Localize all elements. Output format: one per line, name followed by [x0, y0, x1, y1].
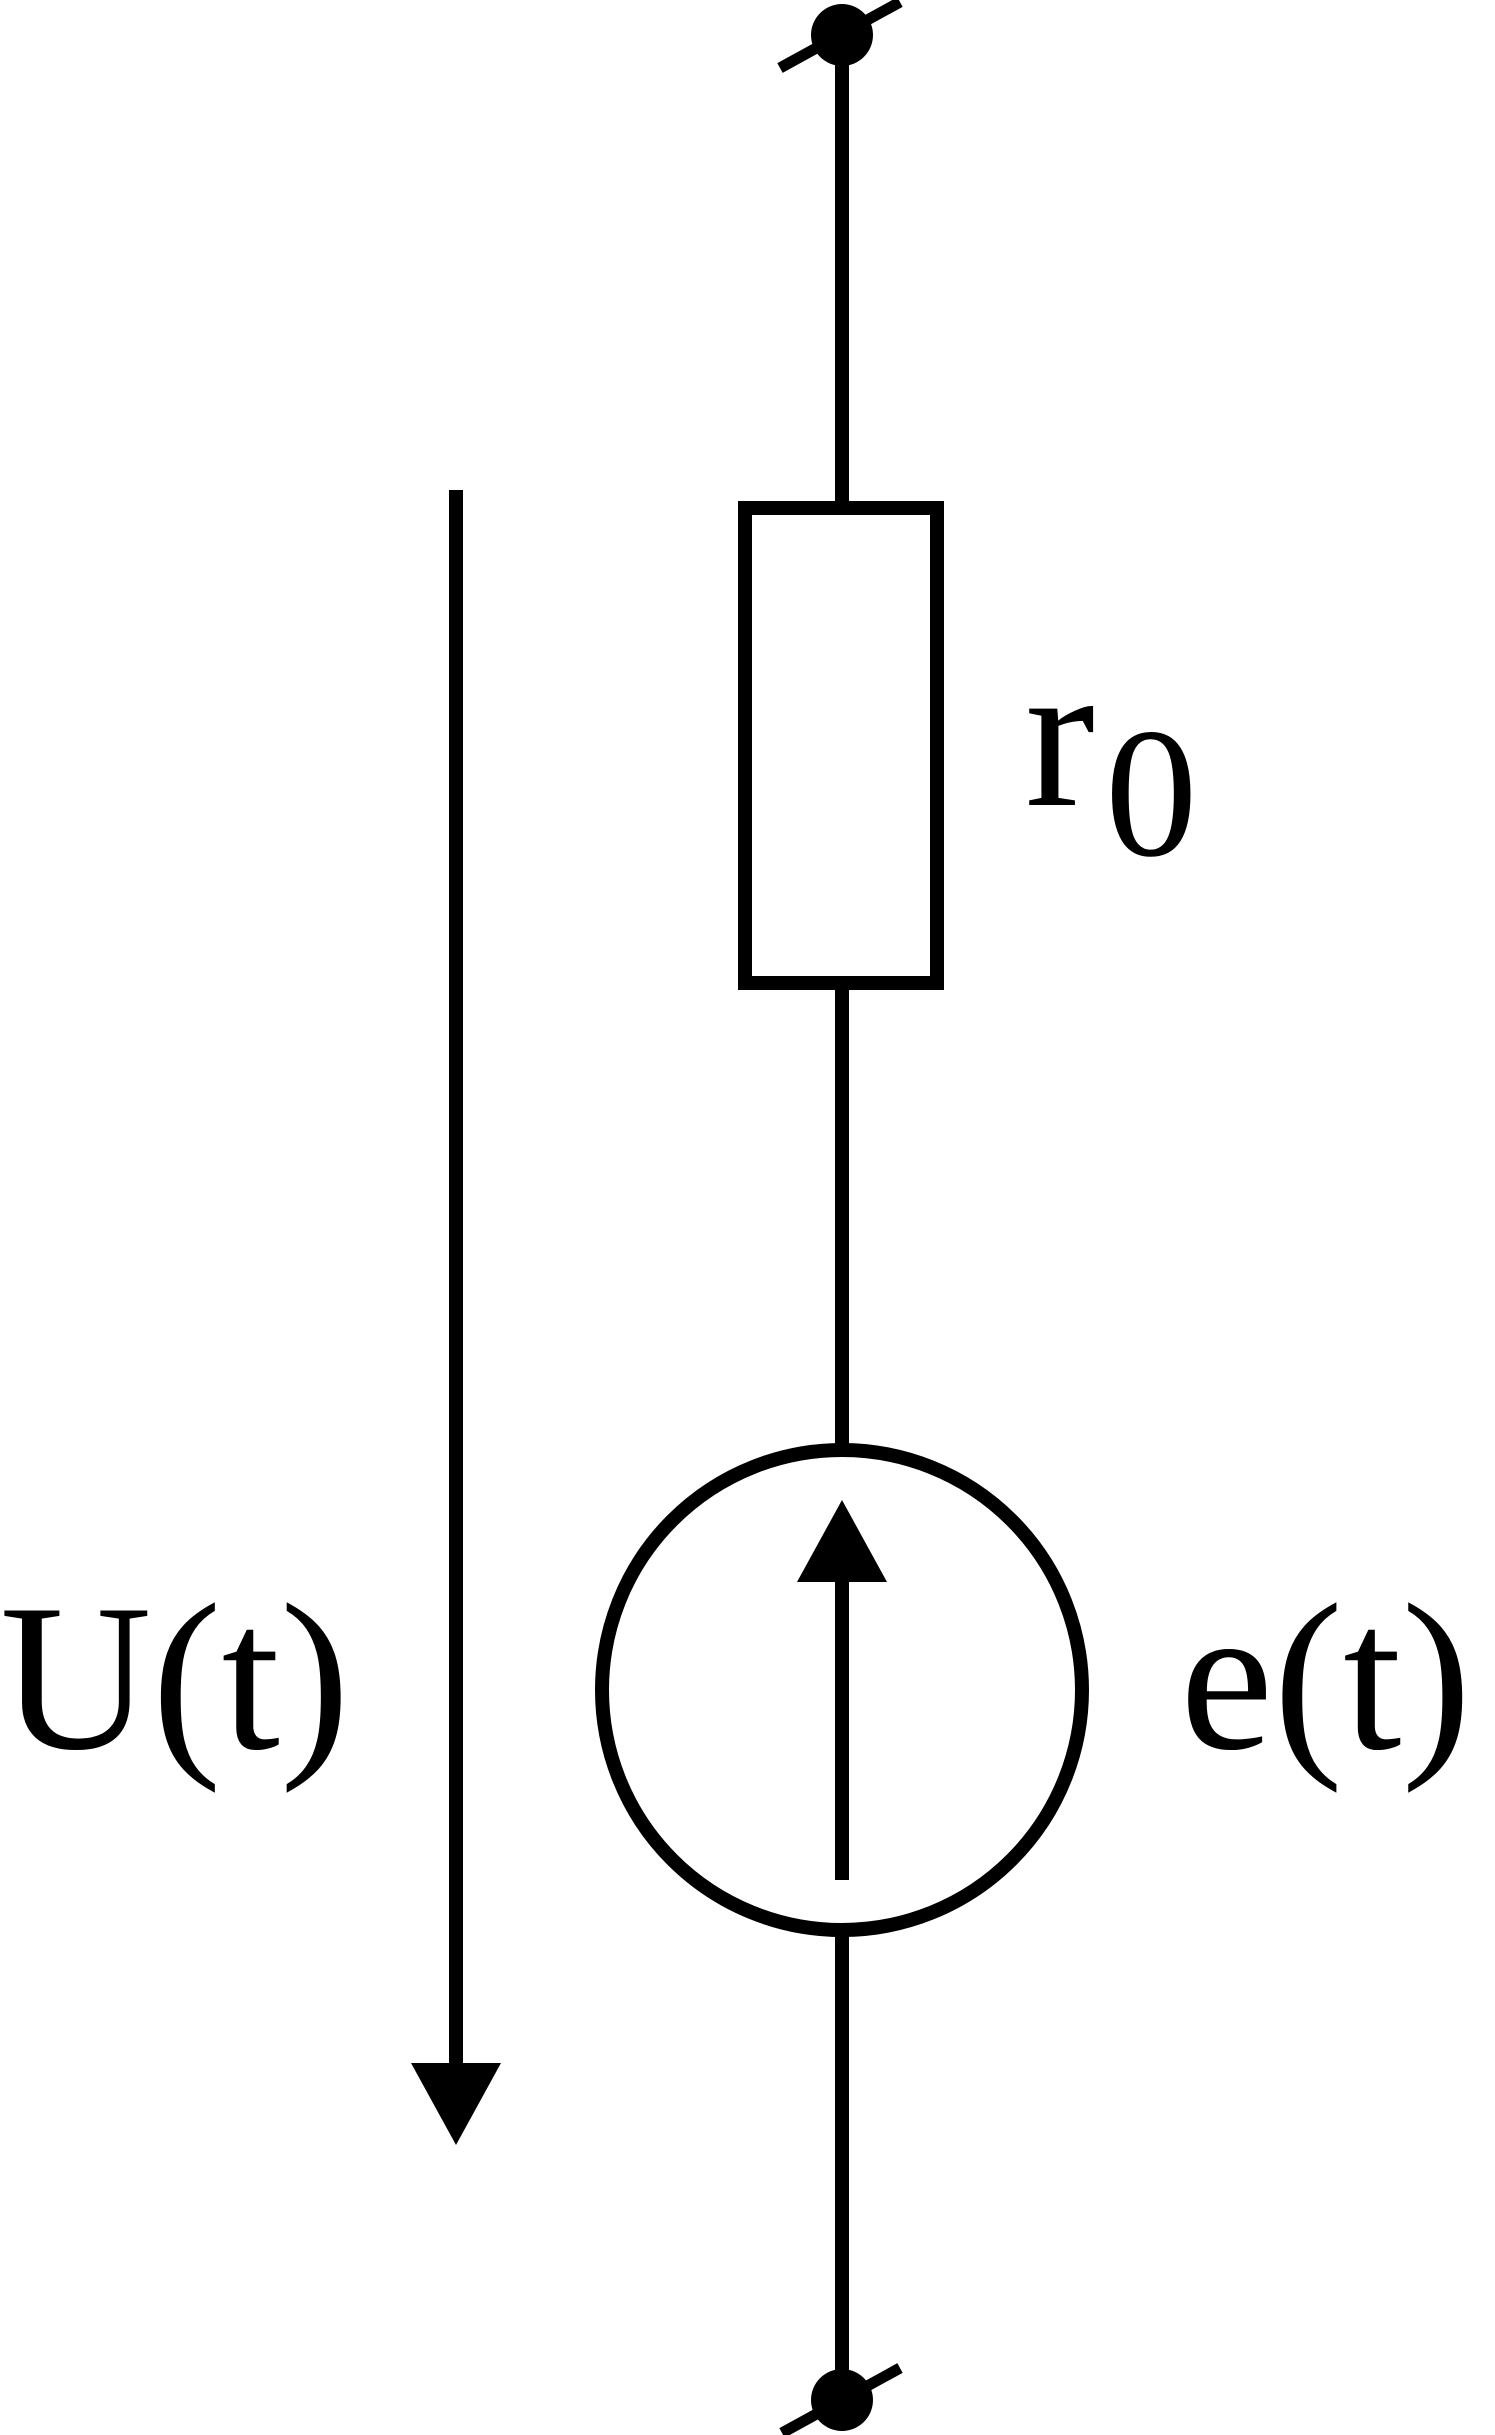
resistor-label-subscript: 0 — [1105, 691, 1198, 896]
source-arrow-head — [797, 1500, 887, 1582]
resistor-label: r 0 — [1025, 619, 1198, 896]
resistor-label-main: r — [1025, 619, 1095, 851]
source-arrow — [797, 1500, 887, 1880]
voltage-arrow — [411, 490, 501, 2145]
voltage-label: U(t) — [0, 1562, 350, 1794]
voltage-arrow-head — [411, 2063, 501, 2145]
emf-label: e(t) — [1180, 1562, 1471, 1794]
resistor — [738, 501, 944, 990]
bottom-terminal-dot — [811, 2369, 873, 2431]
bottom-terminal — [779, 2363, 903, 2435]
